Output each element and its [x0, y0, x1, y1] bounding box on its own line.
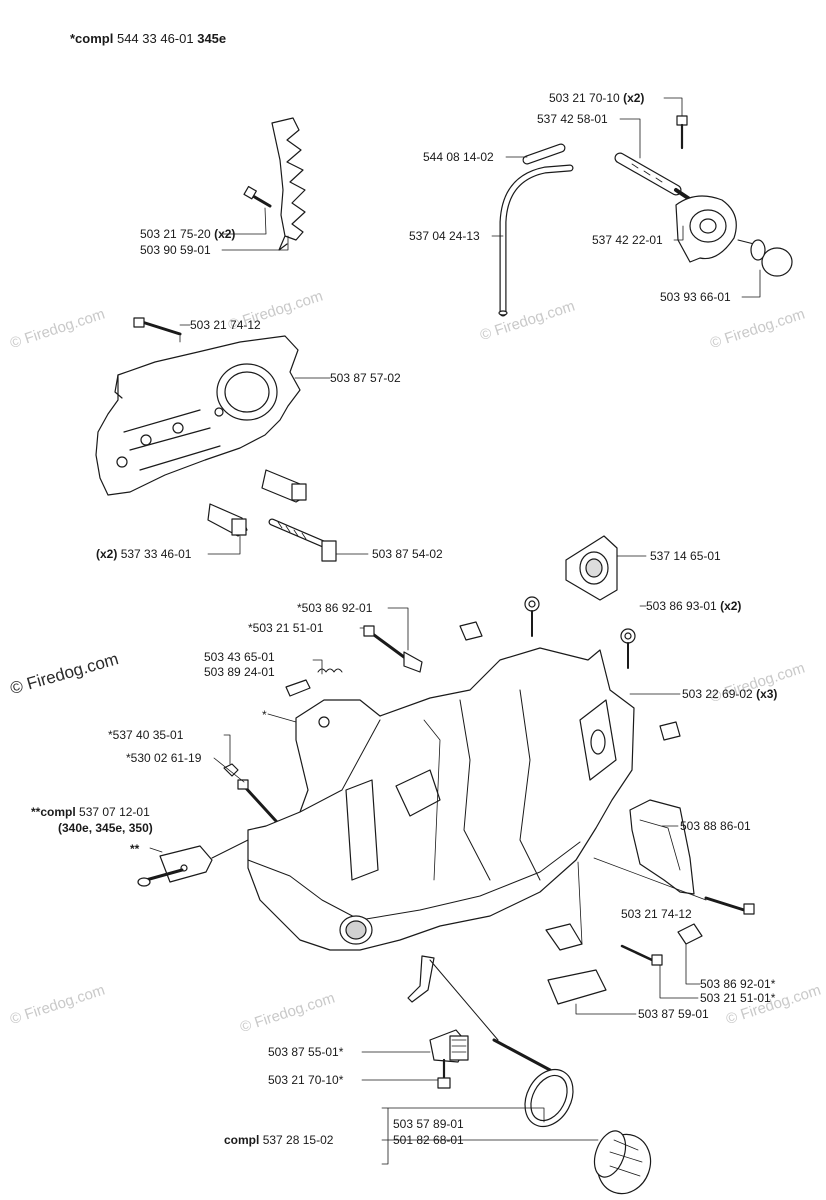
part-label-503-87-59-01: 503 87 59-01	[638, 1007, 709, 1021]
cover-screw-part	[704, 896, 755, 915]
ring-clip-part	[524, 596, 540, 637]
long-bolt-part	[268, 518, 337, 562]
leader-530-02-61-19	[213, 757, 245, 783]
part-label-503-21-51-01-left: *503 21 51-01	[248, 621, 324, 635]
part-label-501-82-68-01: 501 82 68-01	[393, 1133, 464, 1147]
crankcase-housing-part	[247, 647, 635, 951]
spring-set-part	[285, 668, 343, 697]
filler-cap-part	[593, 1130, 652, 1195]
oil-hose-part	[492, 1038, 552, 1072]
oil-pump-body-part	[429, 1029, 469, 1063]
part-label-537-04-24-13: 537 04 24-13	[409, 229, 480, 243]
part-label-503-57-89-01: 503 57 89-01	[393, 1117, 464, 1131]
part-label-503-89-24-01: 503 89 24-01	[204, 665, 275, 679]
purge-pump-housing-part	[675, 195, 737, 263]
oil-pump-lever-part	[407, 955, 499, 1041]
anti-vibration-damper-part	[363, 625, 423, 673]
part-label-503-22-69-02: 503 22 69-02 (x3)	[682, 687, 778, 701]
leader-503-21-70-10-top	[663, 97, 683, 117]
part-label-503-43-65-01: 503 43 65-01	[204, 650, 275, 664]
bottom-damper-part	[677, 923, 703, 985]
part-label-503-21-74-12-bottom: 503 21 74-12	[621, 907, 692, 921]
part-label-503-87-57-02: 503 87 57-02	[330, 371, 401, 385]
part-label-537-28-15-02: compl 537 28 15-02	[224, 1133, 334, 1147]
bar-stud-2-part	[261, 469, 307, 503]
part-label-503-21-70-10: 503 21 70-10 (x2)	[549, 91, 645, 105]
leader-537-42-58-01	[619, 118, 641, 159]
chain-guide-plate-part	[95, 335, 301, 496]
leader-503-93-66-01	[741, 269, 761, 298]
leader-537-42-22-01	[673, 225, 684, 241]
bottom-plate-part	[545, 923, 637, 1015]
guide-screw-part	[133, 317, 182, 336]
bar-stud-part	[207, 503, 248, 537]
pump-screw-part	[676, 115, 688, 150]
part-label-544-08-14-02: 544 08 14-02	[423, 150, 494, 164]
leader-503-21-75-20	[221, 207, 267, 235]
bumper-spike-part	[271, 117, 306, 251]
part-label-537-07-12-01: **compl 537 07 12-01	[31, 805, 150, 819]
part-label-503-21-51-01-right: 503 21 51-01*	[700, 991, 776, 1005]
purge-bulb-part	[737, 239, 793, 277]
bottom-screw-part	[620, 944, 699, 999]
part-label-503-86-92-01-left: *503 86 92-01	[297, 601, 373, 615]
bracket-clip-part	[459, 621, 681, 741]
leader-537-40-35-01	[223, 734, 231, 765]
part-label-503-21-74-12: 503 21 74-12	[190, 318, 261, 332]
part-label-503-21-70-10-bottom: 503 21 70-10*	[268, 1073, 344, 1087]
tensioner-double-star-marker: **	[130, 842, 140, 856]
header-model: 345e	[197, 31, 227, 46]
part-label-503-87-55-01: 503 87 55-01*	[268, 1045, 344, 1059]
header-prefix: *compl	[70, 31, 114, 46]
part-label-503-90-59-01: 503 90 59-01	[140, 243, 211, 257]
part-label-503-88-86-01: 503 88 86-01	[680, 819, 751, 833]
leader-537-33-46-01	[207, 535, 241, 555]
part-label-537-07-12-01-models: (340e, 345e, 350)	[58, 821, 153, 835]
header-part-number: 544 33 46-01	[116, 31, 194, 46]
crankcase-star-marker: *	[262, 708, 267, 722]
ring-clip-2-part	[620, 628, 636, 669]
part-label-537-33-46-01: (x2) 537 33 46-01	[96, 547, 192, 561]
leader-503-86-92-01-left	[387, 607, 409, 651]
air-filter-seal-part	[565, 535, 618, 601]
leader-crankcase-star	[267, 713, 297, 723]
part-label-503-87-54-02: 503 87 54-02	[372, 547, 443, 561]
side-cover-part	[629, 799, 695, 895]
leader-double-star	[149, 847, 163, 853]
part-label-537-42-22-01: 537 42 22-01	[592, 233, 663, 247]
part-label-503-93-66-01: 503 93 66-01	[660, 290, 731, 304]
leader-503-43-65-01	[312, 659, 323, 675]
filler-seal-ring-part	[524, 1068, 574, 1128]
leader-503-21-74-12-top	[179, 324, 191, 343]
part-label-503-86-92-01-right: 503 86 92-01*	[700, 977, 776, 991]
leader-filler-group	[381, 1107, 599, 1165]
leader-503-90-59-01	[221, 235, 289, 251]
assembly-header: *compl 544 33 46-01 345e	[70, 31, 226, 46]
fuel-hose-part	[498, 164, 574, 317]
part-label-537-42-58-01: 537 42 58-01	[537, 112, 608, 126]
chain-tensioner-part	[137, 839, 249, 887]
part-label-503-21-75-20: 503 21 75-20 (x2)	[140, 227, 236, 241]
pump-screw-bottom-part	[437, 1058, 451, 1089]
part-label-503-86-93-01: 503 86 93-01 (x2)	[646, 599, 742, 613]
part-label-537-14-65-01: 537 14 65-01	[650, 549, 721, 563]
leader-503-21-74-12-bottom	[593, 857, 707, 901]
part-label-530-02-61-19: *530 02 61-19	[126, 751, 202, 765]
short-hose-part	[522, 143, 566, 165]
bumper-screw-part	[243, 185, 272, 208]
part-label-537-40-35-01: *537 40 35-01	[108, 728, 184, 742]
